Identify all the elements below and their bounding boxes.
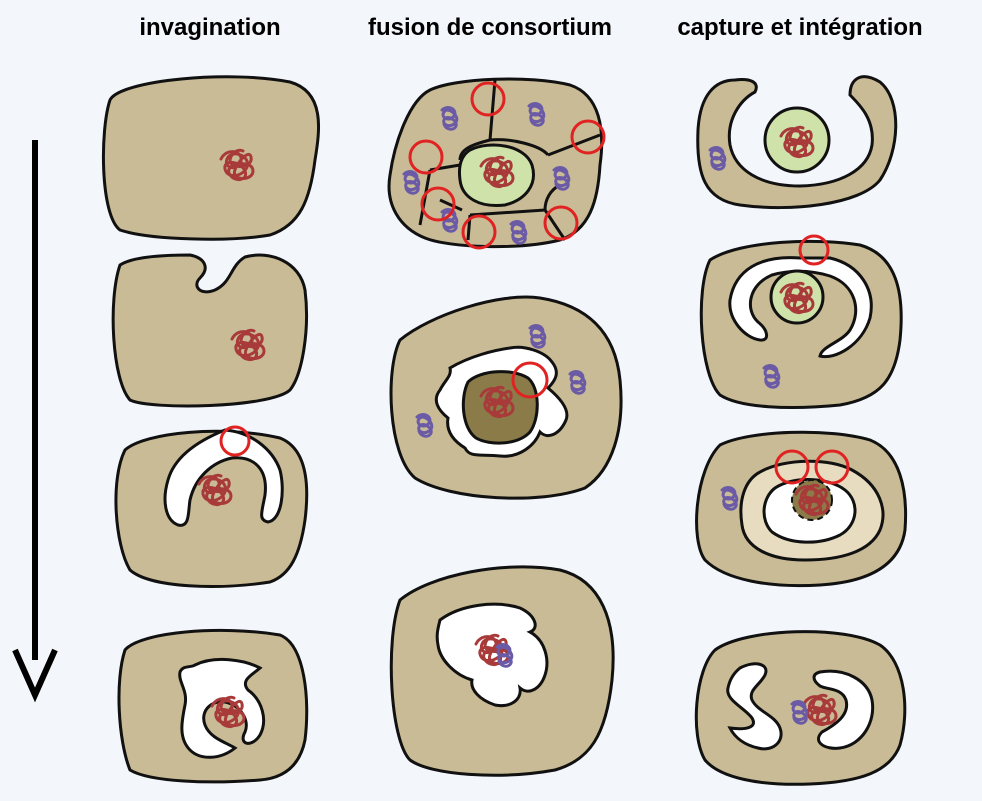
- column-title-fusion: fusion de consortium: [345, 14, 635, 42]
- fusion-stage-2: [391, 297, 621, 498]
- column-title-invagination: invagination: [105, 14, 315, 42]
- nucleus: [463, 372, 537, 443]
- invagination-stage-3: [116, 427, 307, 586]
- capture-stage-3: [697, 432, 906, 585]
- invagination-stage-1: [103, 77, 318, 239]
- capture-stage-4: [696, 632, 905, 785]
- cell-membrane: [103, 77, 318, 239]
- fusion-stage-1: [389, 79, 604, 248]
- column-title-capture: capture et intégration: [650, 14, 950, 42]
- fusion-stage-3: [391, 567, 613, 775]
- invagination-stage-4: [119, 630, 307, 781]
- capture-stage-2: [701, 236, 901, 408]
